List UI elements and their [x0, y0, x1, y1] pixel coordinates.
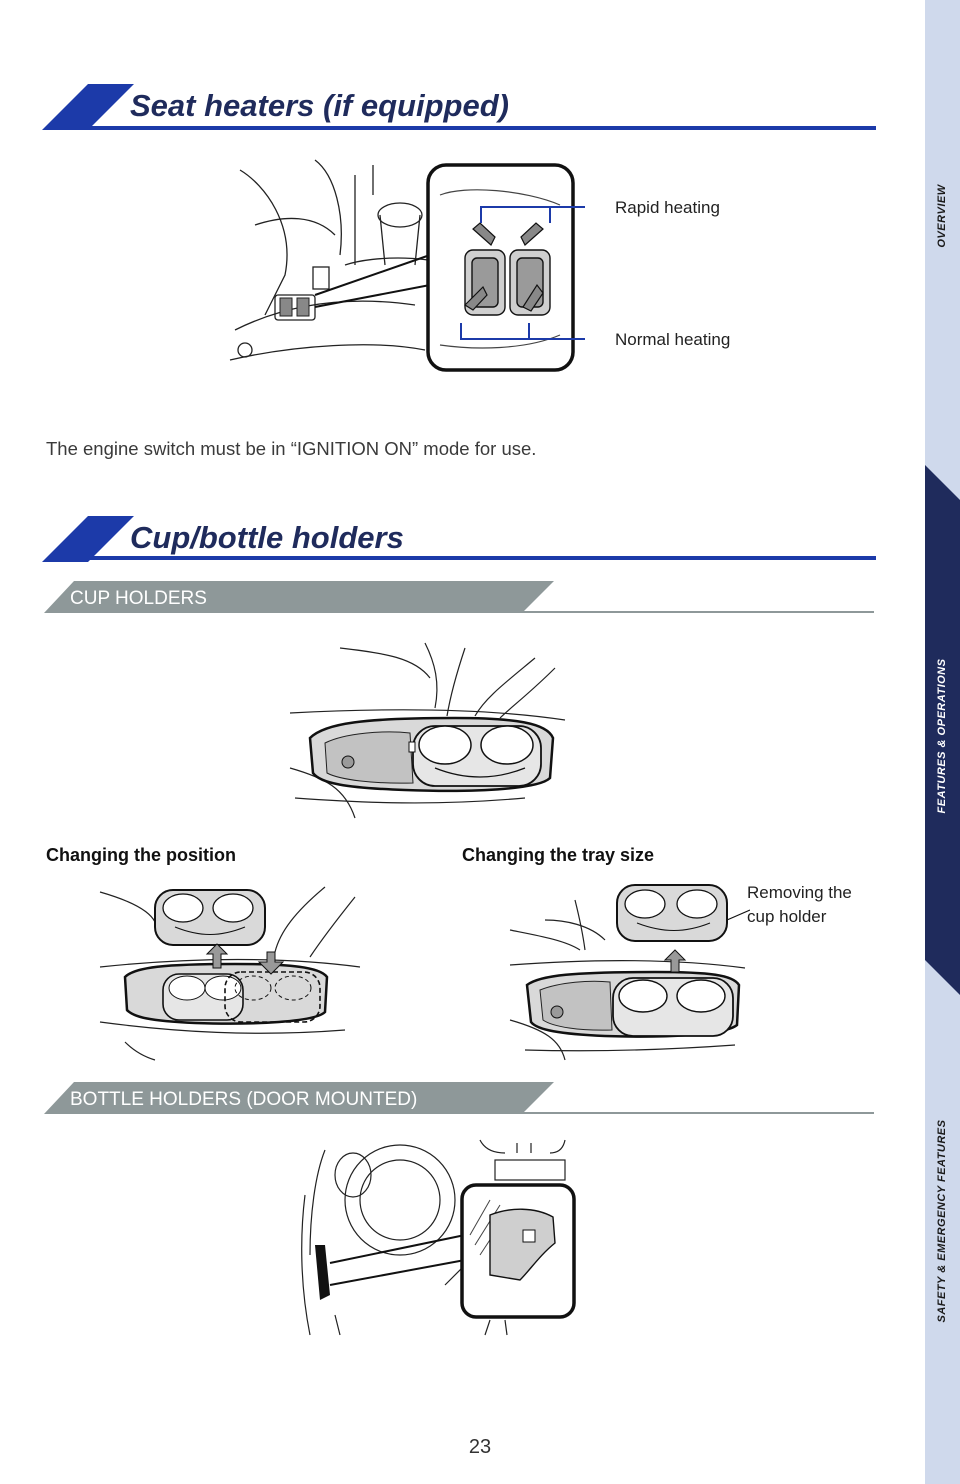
ignition-note: The engine switch must be in “IGNITION O… — [46, 438, 537, 459]
caption-changing-tray-size: Changing the tray size — [462, 845, 655, 865]
section-heading-cup-bottle: Cup/bottle holders — [42, 516, 876, 562]
normal-heating-callout: Normal heating — [615, 330, 731, 349]
subheading-bar-icon — [44, 1082, 874, 1114]
heading-bar-icon — [42, 84, 876, 130]
section-heading-seat-heaters: Seat heaters (if equipped) — [42, 84, 876, 130]
page-number: 23 — [468, 1436, 492, 1458]
removing-cup-holder-line2: cup holder — [747, 907, 827, 926]
caption-changing-position: Changing the position — [46, 845, 236, 865]
subheading-bar-icon — [44, 581, 874, 613]
subheading-cup-holders: CUP HOLDERS — [44, 581, 874, 615]
cup-holder-illustration — [289, 642, 566, 819]
subheading-label: BOTTLE HOLDERS (DOOR MOUNTED) — [70, 1089, 418, 1110]
seat-heater-illustration — [229, 159, 585, 372]
changing-tray-illustration — [509, 884, 750, 1061]
heading-bar-icon — [42, 516, 876, 562]
tab-overview[interactable]: OVERVIEW — [936, 184, 948, 248]
chapter-sidebar — [925, 0, 960, 1484]
section-title: Seat heaters (if equipped) — [130, 88, 509, 123]
removing-cup-holder-line1: Removing the — [747, 883, 852, 902]
tab-safety-emergency[interactable]: SAFETY & EMERGENCY FEATURES — [936, 1119, 948, 1323]
rapid-heating-callout: Rapid heating — [615, 198, 720, 217]
section-title: Cup/bottle holders — [130, 520, 404, 555]
bottle-holder-illustration — [301, 1139, 576, 1336]
changing-position-illustration — [99, 886, 361, 1061]
subheading-label: CUP HOLDERS — [70, 588, 207, 609]
subheading-bottle-holders: BOTTLE HOLDERS (DOOR MOUNTED) — [44, 1082, 874, 1116]
tab-features-operations[interactable]: FEATURES & OPERATIONS — [936, 658, 948, 814]
